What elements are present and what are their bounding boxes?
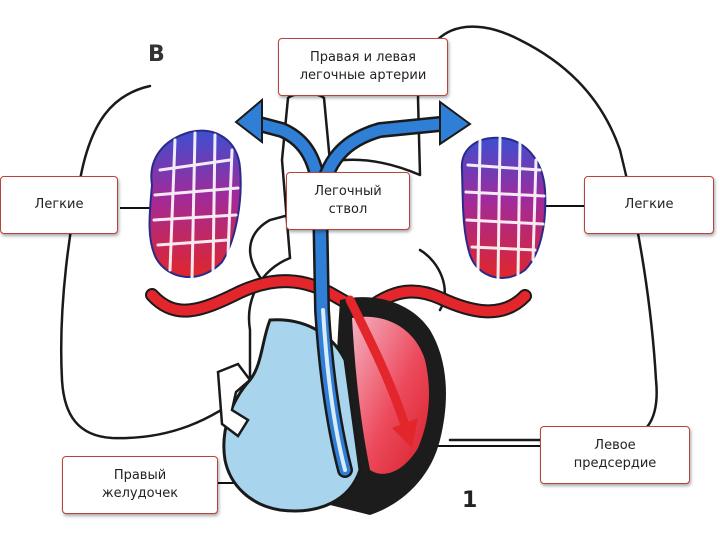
side-mark: 1 (462, 488, 478, 513)
figure-letter: В (148, 42, 165, 67)
label-lungs-right: Легкие (584, 176, 714, 234)
label-pulmonary-trunk: Легочный ствол (286, 172, 410, 230)
label-right-ventricle: Правый желудочек (62, 456, 218, 514)
pulmonary-veins (145, 274, 532, 323)
label-pulmonary-arteries: Правая и левая легочные артерии (278, 38, 448, 96)
label-lungs-left: Легкие (0, 176, 118, 234)
label-left-atrium: Левое предсердие (540, 426, 690, 484)
left-arrowhead (234, 97, 263, 145)
heart (216, 295, 446, 515)
right-arrowhead (439, 100, 472, 146)
vena-cava-stub (216, 362, 252, 438)
right-lung-capillaries (460, 136, 547, 282)
left-lung-capillaries (148, 129, 242, 280)
